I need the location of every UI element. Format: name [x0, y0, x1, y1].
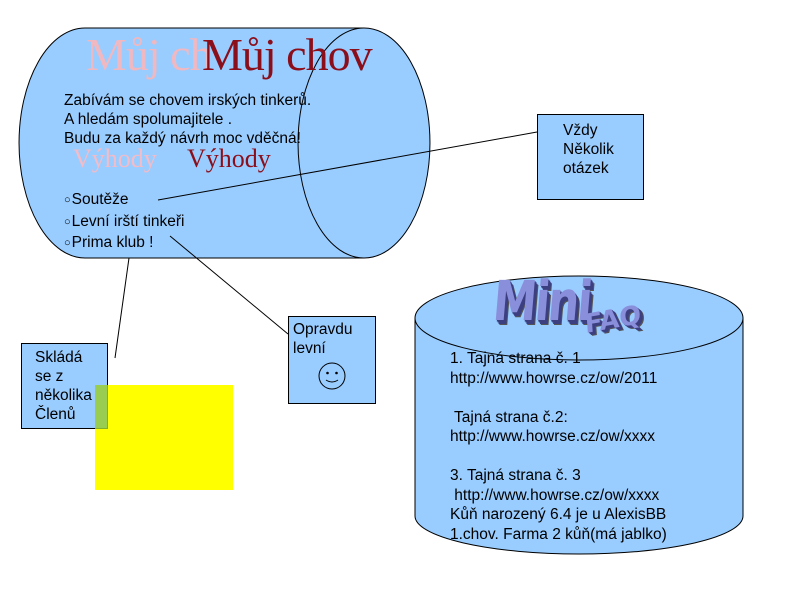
smiley-icon — [318, 362, 346, 390]
callout-line: Vždy — [563, 122, 598, 139]
advantages-list: ○Soutěže ○Levní irští tinkeři ○Prima klu… — [64, 190, 185, 255]
intro-line: A hledám spolumajitele . — [64, 111, 233, 128]
callout-line: Členů — [35, 406, 76, 423]
faq-logo-main: Mini — [490, 270, 594, 334]
connector-line-left — [114, 257, 130, 359]
intro-line: Budu za každý návrh moc vděčná! — [64, 130, 301, 147]
vertical-cylinder-body — [414, 317, 744, 555]
list-item: ○Levní irští tinkeři — [64, 212, 185, 234]
callout-line: levní — [293, 340, 326, 357]
intro-text: Zabívám se chovem irských tinkerů. A hle… — [64, 91, 311, 148]
callout-line: Skládá — [35, 349, 83, 366]
yellow-rectangle — [95, 385, 233, 490]
connector-line-right — [157, 131, 538, 201]
list-item: ○Prima klub ! — [64, 233, 185, 255]
callout-line: se z — [35, 368, 64, 385]
bullet-circle-icon: ○ — [64, 215, 71, 228]
horizontal-cylinder — [18, 27, 431, 259]
vertical-cylinder — [414, 275, 744, 555]
overlap-tint — [95, 385, 108, 429]
list-item-label: Prima klub ! — [71, 234, 154, 251]
page-title: Můj chov — [202, 29, 373, 80]
callout-line: otázek — [563, 160, 609, 177]
intro-line: Zabívám se chovem irských tinkerů. — [64, 92, 312, 109]
bullet-circle-icon: ○ — [64, 237, 71, 249]
callout-line: Opravdu — [293, 321, 353, 338]
callout-box-left: Skládá se z několika Členů — [21, 343, 108, 429]
bullet-circle-icon: ○ — [64, 194, 71, 206]
list-item-label: Levní irští tinkeři — [71, 212, 185, 230]
callout-line: několika — [35, 387, 92, 404]
advantages-heading: Výhody — [187, 144, 271, 173]
callout-box-middle: Opravdu levní — [288, 316, 376, 404]
callout-box-right: Vždy Několik otázek — [537, 114, 644, 200]
faq-text: 1. Tajná strana č. 1 http://www.howrse.c… — [450, 350, 667, 543]
title-ghost: Můj ch — [86, 29, 213, 80]
list-item: ○Soutěže — [64, 190, 185, 212]
callout-line: Několik — [563, 141, 614, 158]
advantages-heading-ghost: Výhody — [73, 144, 157, 173]
cylinder-front-cap — [297, 27, 365, 259]
connector-line-middle — [169, 235, 289, 335]
list-item-label: Soutěže — [71, 191, 129, 208]
vertical-cylinder-top — [414, 275, 744, 361]
